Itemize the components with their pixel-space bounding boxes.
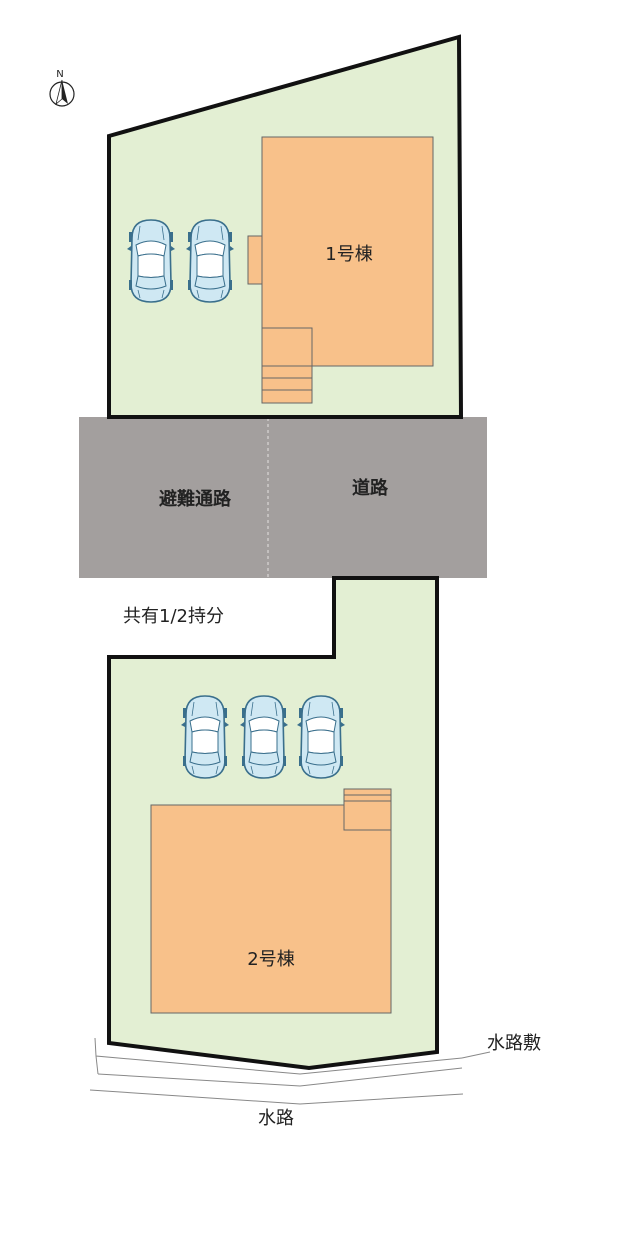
car-icon: [239, 695, 289, 779]
porch-1: [247, 235, 263, 285]
road-band: [79, 417, 487, 578]
road-label: 道路: [352, 477, 389, 499]
waterway-label: 水路: [258, 1108, 294, 1129]
shared-area: [109, 578, 334, 657]
compass-icon: N: [49, 69, 75, 107]
evac-path-label: 避難通路: [159, 488, 232, 510]
shared-label: 共有1/2持分: [123, 606, 224, 627]
svg-text:N: N: [56, 69, 63, 80]
building-2-label: 2号棟: [247, 949, 294, 970]
car-icon: [180, 695, 230, 779]
entrance-steps-1: [261, 327, 313, 404]
waterway-land-label: 水路敷: [487, 1033, 541, 1054]
car-icon: [185, 219, 235, 303]
building-1-label: 1号棟: [325, 244, 372, 265]
car-icon: [126, 219, 176, 303]
waterway-lines: [89, 1037, 491, 1105]
car-icon: [296, 695, 346, 779]
building-2: [150, 804, 392, 1014]
entrance-steps-2: [343, 788, 392, 831]
